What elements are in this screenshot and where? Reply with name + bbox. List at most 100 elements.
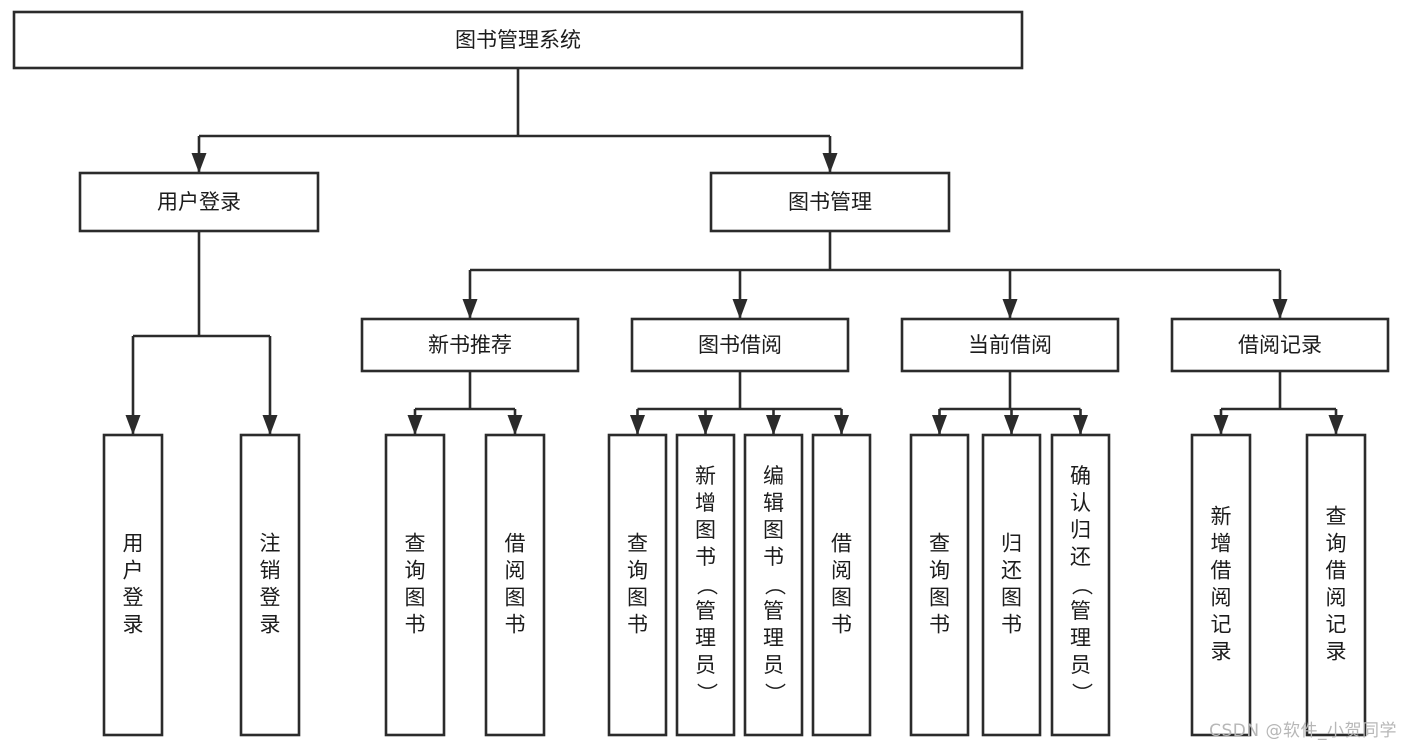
svg-text:记: 记 xyxy=(1326,613,1347,637)
svg-text:图: 图 xyxy=(627,586,648,610)
svg-text:新: 新 xyxy=(695,464,716,488)
svg-text:归: 归 xyxy=(1001,532,1022,556)
node-level2-图书管理[interactable]: 图书管理 xyxy=(709,171,951,233)
svg-text:录: 录 xyxy=(123,613,144,637)
arrowhead-user-login-0 xyxy=(125,415,141,435)
connector-group-图书借阅 xyxy=(630,371,849,435)
arrowhead-新书推荐-1 xyxy=(507,415,523,435)
svg-text:登: 登 xyxy=(123,586,144,610)
arrowhead-root-0 xyxy=(191,153,207,173)
svg-text:辑: 辑 xyxy=(763,491,784,515)
svg-text:查: 查 xyxy=(1326,505,1347,529)
svg-text:销: 销 xyxy=(260,559,281,583)
node-level3-借阅记录[interactable]: 借阅记录 xyxy=(1170,317,1390,373)
node-label-借阅记录: 借阅记录 xyxy=(1238,333,1322,357)
node-label-图书借阅: 图书借阅 xyxy=(698,333,782,357)
arrowhead-当前借阅-1 xyxy=(1004,415,1019,435)
node-level3-图书借阅[interactable]: 图书借阅 xyxy=(630,317,850,373)
svg-text:图: 图 xyxy=(929,586,950,610)
svg-text:图: 图 xyxy=(695,518,716,542)
node-level3-当前借阅[interactable]: 当前借阅 xyxy=(900,317,1120,373)
node-box-图书管理系统 xyxy=(12,10,1024,70)
arrowhead-图书借阅-0 xyxy=(630,415,645,435)
node-root-图书管理系统[interactable]: 图书管理系统 xyxy=(12,10,1024,70)
svg-text:注: 注 xyxy=(260,532,281,556)
svg-text:）: ） xyxy=(695,683,719,704)
node-leaf-用户登录[interactable]: 用户登录 xyxy=(102,433,164,737)
node-label-用户登录: 用户登录 xyxy=(123,532,144,637)
node-box-新增图书管理员 xyxy=(675,433,736,737)
svg-text:图: 图 xyxy=(831,586,852,610)
arrowhead-book-management-1 xyxy=(732,299,748,319)
svg-text:阅: 阅 xyxy=(1326,586,1347,610)
svg-text:阅: 阅 xyxy=(505,559,526,583)
node-label-用户登录: 用户登录 xyxy=(157,190,241,214)
svg-text:（: （ xyxy=(1070,575,1094,596)
arrowhead-book-management-0 xyxy=(462,299,478,319)
svg-text:理: 理 xyxy=(763,626,784,650)
svg-text:书: 书 xyxy=(763,545,784,569)
svg-text:记: 记 xyxy=(1211,613,1232,637)
svg-text:增: 增 xyxy=(695,491,716,515)
node-box-借阅图书 xyxy=(811,433,872,737)
svg-text:管: 管 xyxy=(763,599,784,623)
svg-text:用: 用 xyxy=(123,532,144,556)
svg-text:借: 借 xyxy=(505,532,526,556)
node-box-用户登录 xyxy=(78,171,320,233)
node-level2-用户登录[interactable]: 用户登录 xyxy=(78,171,320,233)
svg-text:书: 书 xyxy=(929,613,950,637)
svg-text:户: 户 xyxy=(123,559,144,583)
svg-text:编: 编 xyxy=(763,464,784,488)
arrowhead-book-management-2 xyxy=(1002,299,1018,319)
svg-text:确: 确 xyxy=(1070,464,1091,488)
arrowhead-借阅记录-0 xyxy=(1213,415,1229,435)
svg-text:管: 管 xyxy=(695,599,716,623)
node-layer: 图书管理系统用户登录图书管理新书推荐图书借阅当前借阅借阅记录用户登录注销登录查询… xyxy=(12,10,1390,737)
svg-text:书: 书 xyxy=(1001,613,1022,637)
node-box-当前借阅 xyxy=(900,317,1120,373)
node-box-确认归还管理员 xyxy=(1050,433,1111,737)
node-box-新书推荐 xyxy=(360,317,580,373)
connector-layer xyxy=(125,68,1344,435)
svg-text:）: ） xyxy=(763,683,787,704)
arrowhead-图书借阅-1 xyxy=(698,415,713,435)
svg-text:书: 书 xyxy=(505,613,526,637)
connector-group-新书推荐 xyxy=(407,371,523,435)
connector-group-book-management xyxy=(462,231,1288,319)
arrowhead-book-management-3 xyxy=(1272,299,1288,319)
svg-text:查: 查 xyxy=(405,532,426,556)
connector-group-当前借阅 xyxy=(932,371,1088,435)
svg-text:员: 员 xyxy=(763,653,784,677)
arrowhead-当前借阅-0 xyxy=(932,415,947,435)
svg-text:还: 还 xyxy=(1070,545,1091,569)
connector-group-借阅记录 xyxy=(1213,371,1344,435)
svg-text:图: 图 xyxy=(405,586,426,610)
svg-text:理: 理 xyxy=(1070,626,1091,650)
svg-text:书: 书 xyxy=(405,613,426,637)
svg-text:还: 还 xyxy=(1001,559,1022,583)
svg-text:书: 书 xyxy=(831,613,852,637)
node-level3-新书推荐[interactable]: 新书推荐 xyxy=(360,317,580,373)
svg-text:阅: 阅 xyxy=(1211,586,1232,610)
node-box-查询图书 xyxy=(909,433,970,737)
svg-text:询: 询 xyxy=(1326,532,1347,556)
arrowhead-root-1 xyxy=(822,153,838,173)
node-label-图书管理: 图书管理 xyxy=(788,190,872,214)
